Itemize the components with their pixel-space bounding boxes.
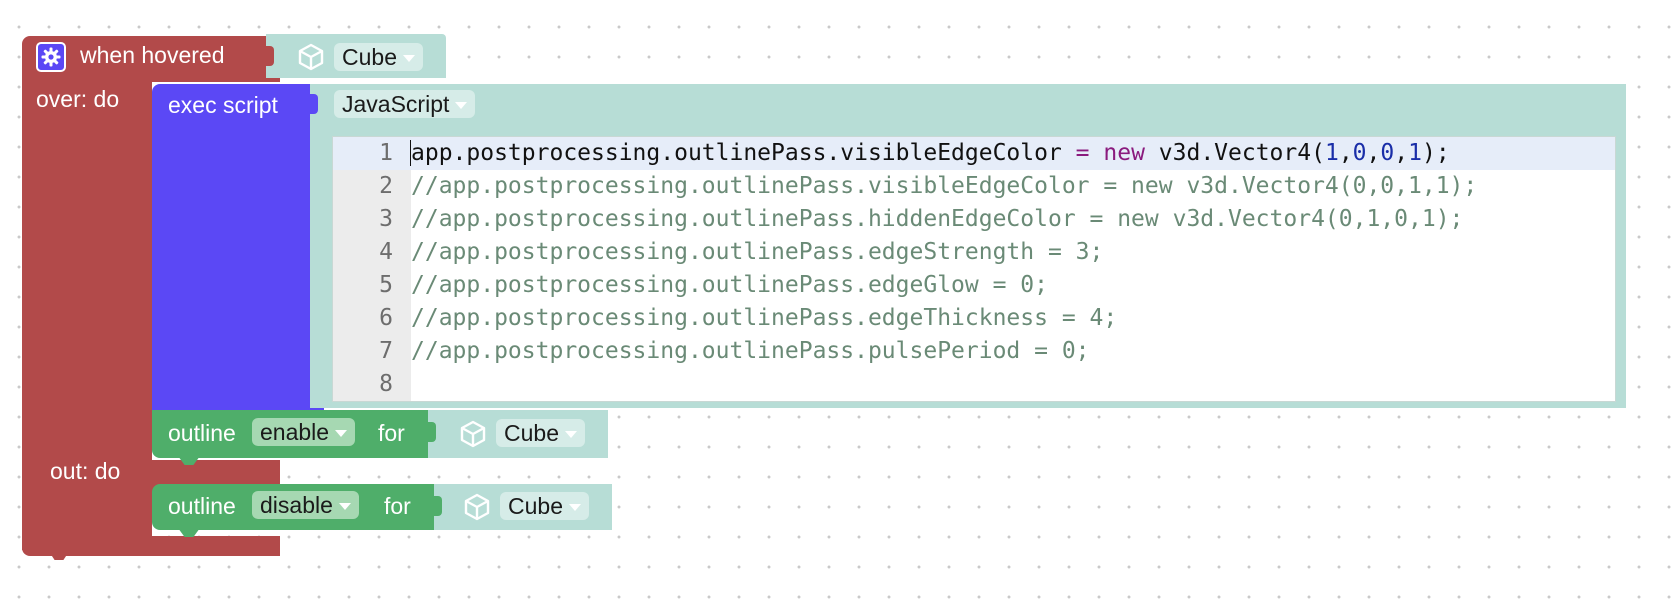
outline-disable-notch bbox=[178, 528, 200, 537]
event-object-dropdown[interactable]: Cube bbox=[334, 43, 423, 71]
line-number: 6 bbox=[379, 305, 393, 331]
outline-label: outline bbox=[168, 493, 236, 519]
language-dropdown[interactable]: JavaScript bbox=[334, 90, 476, 118]
code-line[interactable]: 4 //app.postprocessing.outlinePass.edgeS… bbox=[333, 236, 1615, 269]
outline-mode-dropdown[interactable]: enable bbox=[252, 418, 356, 446]
outline-disable-object-value: Cube bbox=[508, 493, 563, 519]
code-line-text: //app.postprocessing.outlinePass.edgeGlo… bbox=[411, 272, 1048, 298]
outline-label: outline bbox=[168, 420, 236, 446]
line-number: 4 bbox=[379, 239, 393, 265]
code-editor[interactable]: 1 app.postprocessing.outlinePass.visible… bbox=[332, 136, 1616, 402]
when-hovered-block[interactable]: when hovered over: do out: do bbox=[22, 36, 280, 560]
outline-mode-value: enable bbox=[260, 419, 330, 445]
over-do-label: over: do bbox=[36, 86, 120, 112]
slot-connector bbox=[428, 422, 436, 442]
chevron-down-icon bbox=[568, 504, 581, 512]
chevron-down-icon bbox=[455, 102, 468, 110]
code-line[interactable]: 8 bbox=[333, 368, 1615, 401]
code-line[interactable]: 7 //app.postprocessing.outlinePass.pulse… bbox=[333, 335, 1615, 368]
outline-enable-object-value: Cube bbox=[504, 420, 559, 446]
slot-connector bbox=[434, 496, 442, 516]
exec-script-block[interactable] bbox=[152, 84, 324, 414]
out-do-label: out: do bbox=[50, 458, 121, 484]
code-line-text: //app.postprocessing.outlinePass.visible… bbox=[411, 173, 1478, 199]
for-label: for bbox=[378, 420, 405, 446]
outline-mode-dropdown[interactable]: disable bbox=[252, 491, 359, 519]
chevron-down-icon bbox=[402, 55, 415, 63]
line-number: 5 bbox=[379, 272, 393, 298]
event-block-bottom bbox=[22, 536, 280, 556]
code-line-text: //app.postprocessing.outlinePass.edgeThi… bbox=[411, 305, 1118, 331]
chevron-down-icon bbox=[338, 503, 351, 511]
code-line[interactable]: 6 //app.postprocessing.outlinePass.edgeT… bbox=[333, 302, 1615, 335]
cube-icon bbox=[296, 42, 326, 72]
event-object-value: Cube bbox=[342, 44, 397, 70]
code-line[interactable]: 5 //app.postprocessing.outlinePass.edgeG… bbox=[333, 269, 1615, 302]
outline-disable-object-dropdown[interactable]: Cube bbox=[500, 492, 589, 520]
chevron-down-icon bbox=[564, 431, 577, 439]
chevron-down-icon bbox=[335, 430, 348, 438]
outline-enable-notch bbox=[178, 456, 200, 465]
cube-icon bbox=[462, 492, 492, 522]
code-line[interactable]: 3 //app.postprocessing.outlinePass.hidde… bbox=[333, 203, 1615, 236]
slot-connector bbox=[266, 46, 274, 66]
outline-mode-value: disable bbox=[260, 492, 333, 518]
outline-enable-object-dropdown[interactable]: Cube bbox=[496, 419, 585, 447]
code-line-text: //app.postprocessing.outlinePass.pulsePe… bbox=[411, 338, 1090, 364]
line-number: 8 bbox=[379, 371, 393, 397]
code-line[interactable]: 1 app.postprocessing.outlinePass.visible… bbox=[333, 137, 1615, 170]
code-line-text: //app.postprocessing.outlinePass.edgeStr… bbox=[411, 239, 1104, 265]
code-line[interactable]: 2 //app.postprocessing.outlinePass.visib… bbox=[333, 170, 1615, 203]
line-number: 2 bbox=[379, 173, 393, 199]
line-number: 1 bbox=[379, 140, 393, 166]
slot-connector bbox=[310, 94, 318, 114]
code-line-text: app.postprocessing.outlinePass.visibleEd… bbox=[410, 140, 1450, 166]
when-hovered-label: when hovered bbox=[80, 42, 225, 68]
cube-icon bbox=[458, 419, 488, 449]
line-number: 7 bbox=[379, 338, 393, 364]
code-line-text: //app.postprocessing.outlinePass.hiddenE… bbox=[411, 206, 1464, 232]
line-number: 3 bbox=[379, 206, 393, 232]
language-value: JavaScript bbox=[342, 91, 450, 117]
event-block-notch bbox=[48, 550, 70, 560]
exec-script-label: exec script bbox=[168, 92, 278, 118]
gear-icon[interactable] bbox=[36, 42, 66, 72]
for-label: for bbox=[384, 493, 411, 519]
line-number-gutter bbox=[333, 137, 411, 401]
